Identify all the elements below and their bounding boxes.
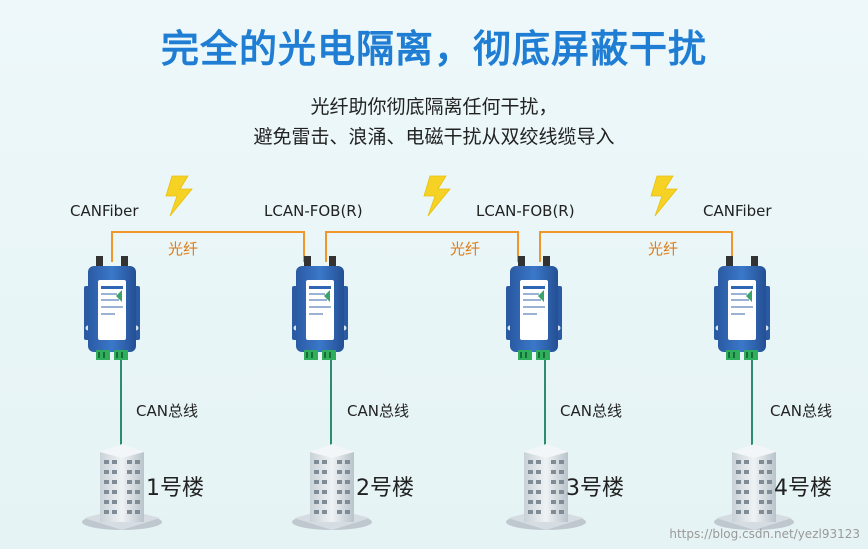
lcan-fob-device-icon — [506, 256, 562, 360]
fiber-label-3: 光纤 — [648, 240, 679, 258]
fiber-line-2 — [325, 231, 519, 262]
building-label-2: 2号楼 — [356, 476, 414, 501]
page-title: 完全的光电隔离，彻底屏蔽干扰 — [160, 27, 707, 71]
building-label-1: 1号楼 — [146, 476, 204, 501]
canfiber-device-icon — [714, 256, 770, 360]
building-label-3: 3号楼 — [566, 476, 624, 501]
lightning-icon — [650, 175, 678, 217]
fiber-label-1: 光纤 — [168, 240, 199, 258]
device-label-4: CANFiber — [703, 202, 772, 220]
lightning-icon — [165, 175, 193, 217]
bus-label-3: CAN总线 — [560, 402, 622, 420]
device-label-3: LCAN-FOB(R) — [476, 202, 575, 220]
building-label-4: 4号楼 — [774, 476, 832, 501]
lcan-fob-device-icon — [292, 256, 348, 360]
fiber-line-1 — [111, 231, 305, 262]
canfiber-device-icon — [84, 256, 140, 360]
fiber-line-3 — [539, 231, 733, 262]
bus-label-2: CAN总线 — [347, 402, 409, 420]
fiber-label-2: 光纤 — [450, 240, 481, 258]
bus-label-1: CAN总线 — [136, 402, 198, 420]
lightning-icon — [423, 175, 451, 217]
fiber-lines — [111, 231, 733, 262]
subtitle: 光纤助你彻底隔离任何干扰， 避免雷击、浪涌、电磁干扰从双绞线缆导入 — [0, 92, 868, 152]
device-label-1: CANFiber — [70, 202, 139, 220]
subtitle-line-2: 避免雷击、浪涌、电磁干扰从双绞线缆导入 — [253, 126, 615, 148]
subtitle-line-1: 光纤助你彻底隔离任何干扰， — [310, 96, 558, 118]
device-label-2: LCAN-FOB(R) — [264, 202, 363, 220]
can-bus-lines — [120, 356, 753, 452]
bus-label-4: CAN总线 — [770, 402, 832, 420]
watermark: https://blog.csdn.net/yezl93123 — [669, 527, 860, 541]
